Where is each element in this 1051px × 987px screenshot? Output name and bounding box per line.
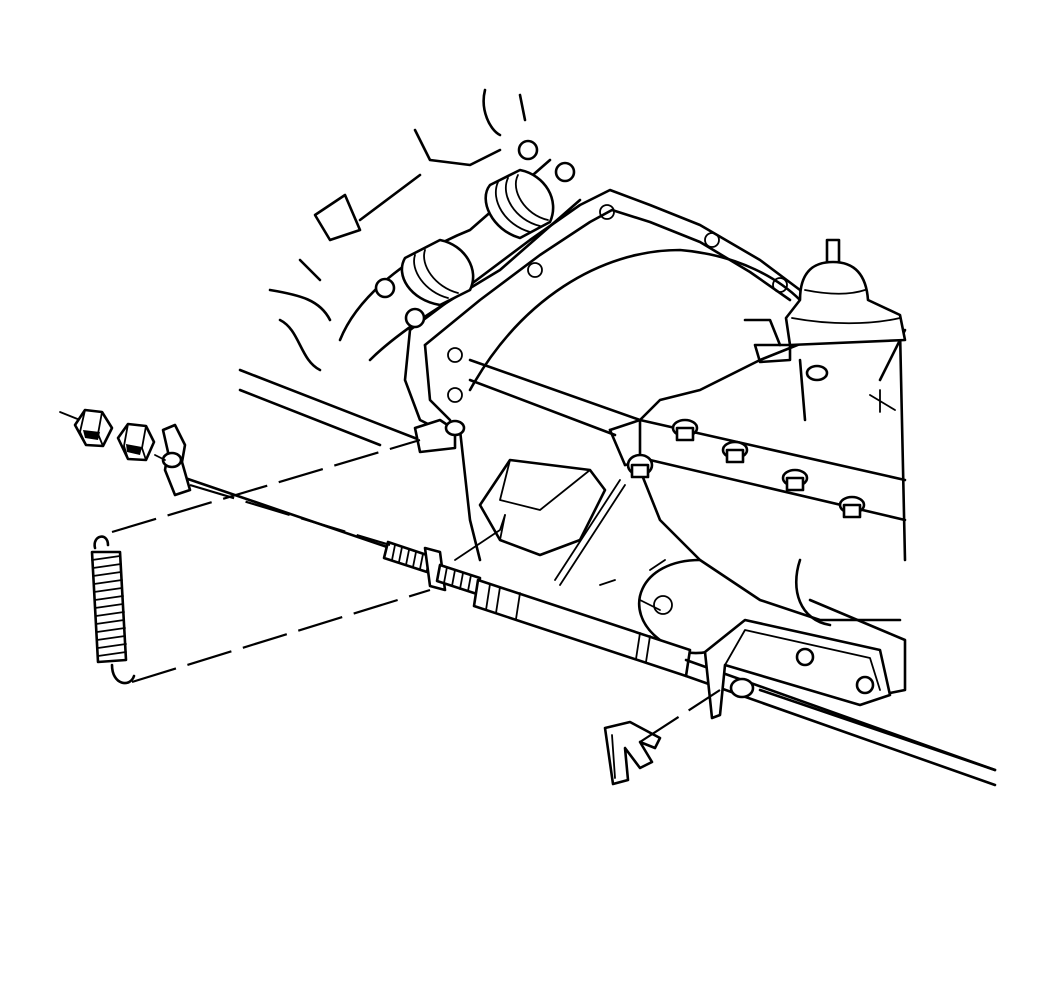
adjuster-nut: [59, 408, 114, 448]
housing-mount-tab: [413, 418, 466, 454]
shift-boot: [743, 238, 907, 422]
bolt-icon: [781, 468, 809, 492]
side-rail-bolts: [626, 418, 866, 519]
bolt-icon: [721, 440, 749, 464]
equalizer: [154, 423, 192, 497]
return-spring: [90, 535, 136, 685]
parking-brake-cable: [183, 476, 997, 787]
bolt-icon: [838, 495, 866, 519]
leader-lines: [111, 438, 721, 743]
cable-support-bracket: [703, 618, 892, 720]
retaining-clip: [603, 720, 662, 786]
bolt-icon: [626, 453, 654, 479]
bolt-icon: [671, 418, 699, 442]
transmission-housing: [238, 188, 907, 697]
jam-nut: [116, 422, 156, 462]
cable-guide-bracket: [454, 458, 607, 561]
exhaust-pipe-clamps: [268, 88, 582, 372]
